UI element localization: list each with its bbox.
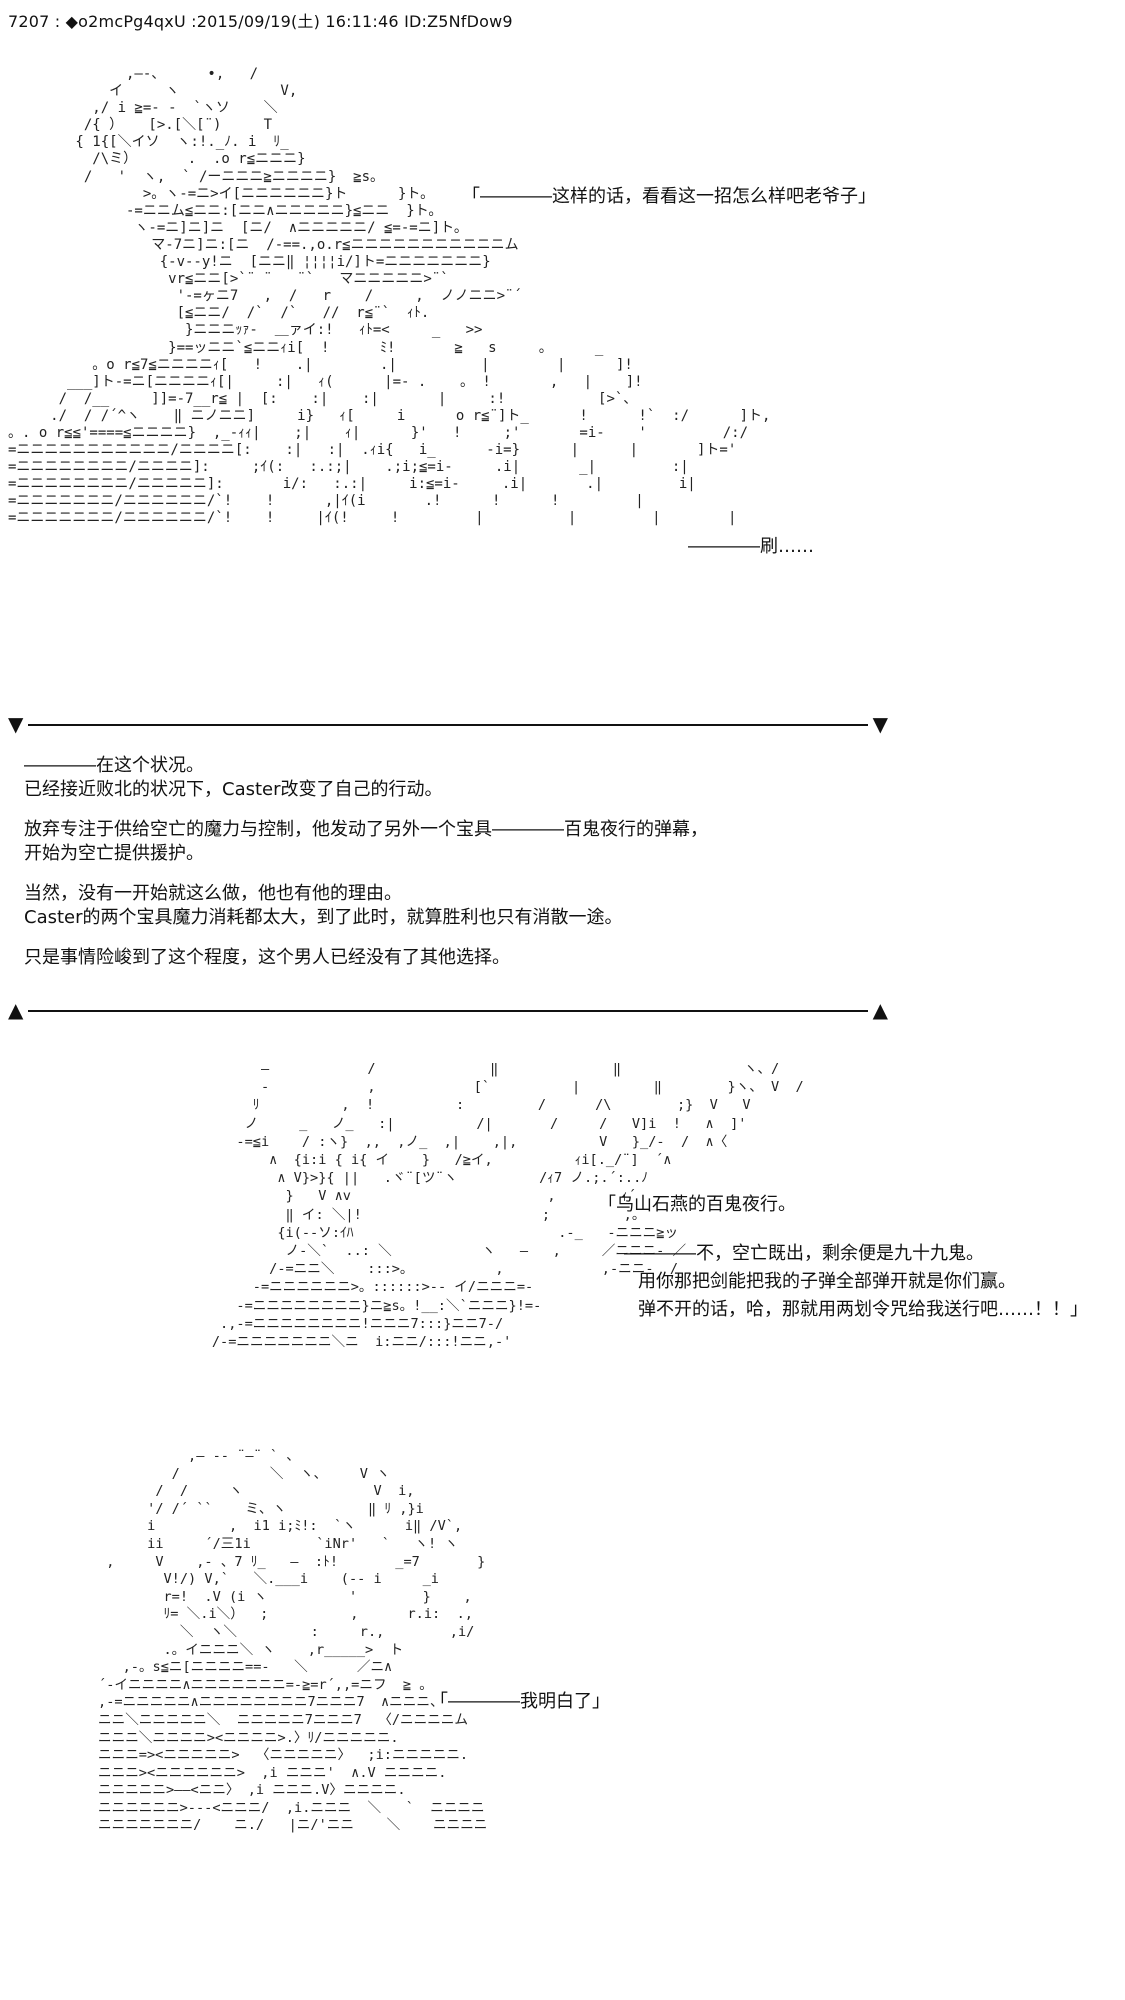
narration-paragraph: 只是事情险峻到了这个程度，这个男人已经没有了其他选择。 xyxy=(24,947,510,968)
triangle-down-icon: ▼ xyxy=(872,712,888,736)
post-header: 7207 : ◆o2mcPg4qxU :2015/09/19(土) 16:11:… xyxy=(8,12,513,31)
sound-effect: ――――刷…… xyxy=(688,536,814,557)
divider-bottom: ▲ ▲ xyxy=(8,998,888,1022)
dialogue-caster-reply: ――――不，空亡既出，剩余便是九十九鬼。 用你那把剑能把我的子弹全部弹开就是你们… xyxy=(624,1240,1088,1324)
dialogue-line: ――――不，空亡既出，剩余便是九十九鬼。 xyxy=(624,1243,984,1264)
dialogue-caster-challenge: 「――――这样的话，看看这一招怎么样吧老爷子」 xyxy=(462,186,876,207)
triangle-up-icon: ▲ xyxy=(8,998,24,1022)
dialogue-line: 弹不开的话，哈，那就用两划令咒给我送行吧……！！」 xyxy=(638,1299,1088,1320)
narration-paragraph: 当然，没有一开始就这么做，他也有他的理由。 Caster的两个宝具魔力消耗都太大… xyxy=(24,883,623,928)
dialogue-hyakki-yagyou: 「乌山石燕的百鬼夜行。 xyxy=(598,1194,796,1215)
divider-line xyxy=(28,1010,868,1012)
ascii-art-response-figure: ,— -- ¨—¨ ` 、 / ＼ ヽ、 V ヽ / / ヽ V i, '/ /… xyxy=(98,1448,488,1834)
triangle-up-icon: ▲ xyxy=(872,998,888,1022)
narration-paragraph: ――――在这个状况。 已经接近败北的状况下，Caster改变了自己的行动。 xyxy=(24,755,443,800)
divider-top: ▼ ▼ xyxy=(8,712,888,736)
dialogue-understood: 「――――我明白了」 xyxy=(430,1691,610,1712)
triangle-down-icon: ▼ xyxy=(8,712,24,736)
divider-line xyxy=(28,724,868,726)
narration-block: ――――在这个状况。 已经接近败北的状况下，Caster改变了自己的行动。 放弃… xyxy=(24,754,864,986)
ascii-art-caster-attack: ,—-、 •, / イ ヽ V, ,/ i ≧=- - `ヽソ ＼ /{ ） [… xyxy=(8,66,771,527)
ascii-art-caster-closeup: — / ‖ ‖ ヽ、/ - , [` | ‖ }ヽ、 V / ﾘ , ! : / xyxy=(211,1061,804,1351)
narration-paragraph: 放弃专注于供给空亡的魔力与控制，他发动了另外一个宝具――――百鬼夜行的弹幕， 开… xyxy=(24,819,708,864)
dialogue-line: 用你那把剑能把我的子弹全部弹开就是你们赢。 xyxy=(638,1271,1016,1292)
